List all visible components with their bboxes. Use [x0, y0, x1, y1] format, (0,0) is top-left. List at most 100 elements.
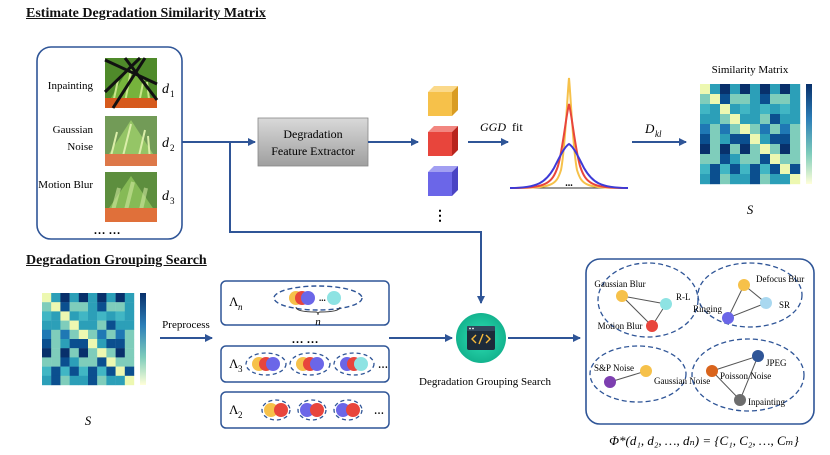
heatmap-cell: [770, 154, 781, 165]
heatmap-cell: [69, 339, 79, 349]
arrow-to-search: [229, 142, 485, 304]
heatmap-cell: [115, 293, 125, 303]
svg-text:2: 2: [238, 410, 243, 420]
heatmap-cell: [51, 366, 61, 376]
heatmap-cell: [760, 104, 771, 115]
heatmap-cell: [710, 154, 721, 165]
heatmap-cell: [790, 134, 801, 145]
extractor-label-1: Degradation: [283, 127, 342, 141]
heatmap-cell: [78, 302, 89, 312]
heatmap-cell: [60, 339, 70, 349]
svg-text:Λ: Λ: [229, 356, 239, 371]
heatmap-cell: [78, 366, 89, 376]
heatmap-cell: [730, 104, 741, 115]
heatmap-cell: [60, 311, 70, 321]
svg-text:GGD: GGD: [480, 120, 506, 134]
heatmap-cell: [115, 357, 125, 367]
node-gaussian-noise: Gaussian Noise: [654, 376, 710, 386]
heatmap-cell: [42, 293, 52, 303]
feature-cubes: ⋮: [428, 86, 458, 224]
thumbnail-motion-blur: [105, 172, 157, 222]
heatmap-cell: [124, 366, 135, 376]
heatmap-cell: [740, 124, 751, 135]
svg-text:n: n: [238, 302, 243, 312]
heatmap-cell: [740, 174, 751, 185]
heatmap-cell: [97, 293, 107, 303]
similarity-matrix-top: [700, 84, 801, 185]
heatmap-cell: [750, 154, 761, 165]
heatmap-cell: [770, 84, 781, 95]
output-formula: Φ*(d₁, d₂, …, dₙ) = {C₁, C₂, …, Cₘ}: [609, 433, 799, 448]
node-motion-blur: Motion Blur: [598, 321, 643, 331]
heatmap-cell: [790, 144, 801, 155]
heatmap-cell: [42, 375, 52, 386]
heatmap-cell: [78, 357, 89, 367]
heatmap-cell: [770, 124, 781, 135]
ggd-dots: ...: [565, 178, 573, 189]
heatmap-cell: [750, 104, 761, 115]
heatmap-cell: [780, 104, 791, 115]
heatmap-cell: [720, 104, 731, 115]
heatmap-cell: [124, 311, 135, 321]
heatmap-cell: [730, 174, 741, 185]
heatmap-cell: [790, 94, 801, 105]
heatmap-cell: [97, 329, 107, 340]
heatmap-cell: [42, 348, 52, 358]
heatmap-cell: [710, 164, 721, 175]
heatmap-cell: [780, 124, 791, 135]
svg-text:2: 2: [170, 143, 175, 153]
heatmap-cell: [97, 366, 107, 376]
heatmap-cell: [51, 302, 61, 312]
node-sr: SR: [779, 300, 790, 310]
heatmap-cell: [780, 144, 791, 155]
heatmap-cell: [88, 339, 98, 349]
heatmap-cell: [69, 320, 79, 330]
heatmap-cell: [51, 348, 61, 358]
code-window-icon: [456, 313, 506, 363]
heatmap-cell: [88, 357, 98, 367]
heatmap-cell: [51, 339, 61, 349]
heatmap-cell: [760, 114, 771, 125]
heatmap-cell: [710, 104, 721, 115]
svg-text:Λ: Λ: [229, 294, 239, 309]
heatmap-cell: [720, 84, 731, 95]
heatmap-cell: [740, 164, 751, 175]
thumbnail-gaussian-noise: [105, 116, 157, 166]
lambda-row-ellipsis: … …: [292, 332, 319, 346]
heatmap-cell: [106, 329, 116, 340]
heatmap-cell: [60, 348, 70, 358]
heatmap-cell: [790, 84, 801, 95]
heatmap-cell: [700, 104, 711, 115]
input-var-d3: d 3: [162, 189, 175, 206]
heatmap-cell: [700, 124, 711, 135]
heatmap-cell: [730, 154, 741, 165]
heatmap-cell: [69, 348, 79, 358]
input-ellipsis: … …: [94, 223, 121, 237]
heatmap-cell: [780, 164, 791, 175]
heatmap-cell: [760, 124, 771, 135]
svg-text:d: d: [162, 136, 170, 151]
heatmap-cell: [69, 357, 79, 367]
feature-cube-blue: [428, 166, 458, 196]
heatmap-cell: [730, 164, 741, 175]
svg-text:fit: fit: [512, 120, 523, 134]
heatmap-cell: [740, 144, 751, 155]
svg-text:1: 1: [170, 89, 175, 99]
heatmap-cell: [760, 164, 771, 175]
heatmap-cell: [42, 320, 52, 330]
heatmap-cell: [710, 114, 721, 125]
input-label-gaussian-1: Gaussian: [53, 124, 94, 136]
heatmap-cell: [97, 339, 107, 349]
heatmap-cell: [760, 154, 771, 165]
heatmap-cell: [740, 104, 751, 115]
heatmap-cell: [97, 348, 107, 358]
heatmap-cell: [720, 174, 731, 185]
heatmap-cell: [770, 134, 781, 145]
ggd-fit-label: GGD fit: [480, 120, 523, 134]
matrix-title: Similarity Matrix: [712, 64, 789, 76]
node-sp-noise: S&P Noise: [594, 363, 634, 373]
heatmap-cell: [710, 94, 721, 105]
search-label: Degradation Grouping Search: [419, 376, 551, 388]
lambda-row-3: Λ 3 …: [220, 345, 390, 383]
heatmap-cell: [700, 144, 711, 155]
